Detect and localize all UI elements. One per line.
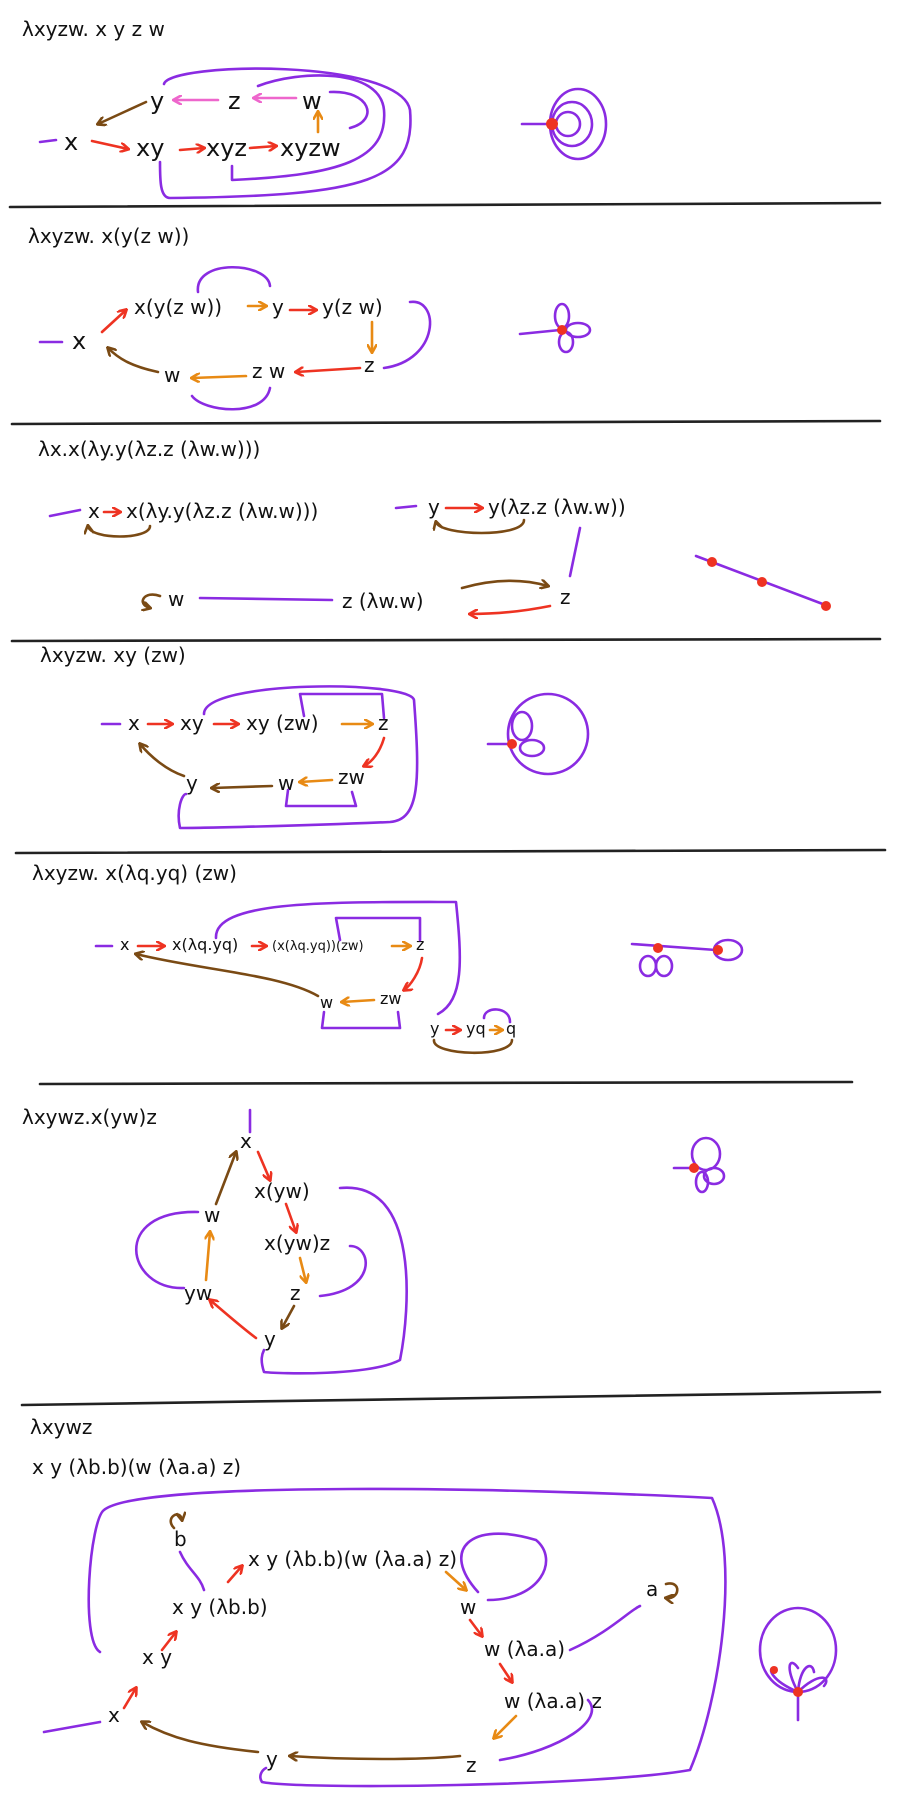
panel-1-mini-graph [520,87,608,161]
node-y: y [428,495,440,519]
node-z: z [228,87,241,115]
panel-4: λxyzw. xy (zw) x xy xy (zw) z zw w y [40,643,590,830]
node-x-lq: x(λq.yq) [172,935,238,954]
node-xy-zw: xy (zw) [246,711,319,735]
node-a: a [646,1577,658,1601]
node-x: x [108,1703,120,1727]
node-w: w [278,771,294,795]
node-w: w [302,87,322,115]
node-y: y [186,771,198,795]
panel-6: λxywz.x(yw)z x x(yw) x(yw)z z y yw w [22,1105,726,1375]
panel-6-title: λxywz.x(yw)z [22,1105,157,1129]
node-z: z [560,585,571,609]
node-xyzw: xyzw [280,134,341,162]
node-z: z [466,1753,477,1777]
node-x-body: x(λy.y(λz.z (λw.w))) [126,499,318,523]
node-b: b [174,1527,187,1551]
panel-2-title: λxyzw. x(y(z w)) [28,224,189,248]
node-xy: xy [180,711,204,735]
node-x-yw-z: x(yw)z [264,1231,330,1255]
node-xyz: xyz [206,134,247,162]
panel-1: λxyzw. x y z w x y z w xy xyz xyzw [22,17,608,200]
node-w: w [168,587,184,611]
panel-5-title: λxyzw. x(λq.yq) (zw) [32,861,237,885]
node-y: y [430,1019,439,1038]
node-y: y [266,1747,278,1771]
panel-7-title-line1: λxywz [30,1415,92,1439]
panel-dividers [8,201,887,1407]
panel-4-title: λxyzw. xy (zw) [40,643,186,667]
panel-7: λxywz x y (λb.b)(w (λa.a) z) b x y (λb.b… [30,1415,838,1788]
node-z: z [378,711,389,735]
node-full-term: x y (λb.b)(w (λa.a) z) [248,1547,457,1571]
node-z-body: z (λw.w) [342,589,424,613]
node-z: z [290,1281,301,1305]
node-x: x [240,1129,252,1153]
panel-7-title-line2: x y (λb.b)(w (λa.a) z) [32,1455,241,1479]
panel-2: λxyzw. x(y(z w)) x x(y(z w)) y y(z w) z … [28,224,592,411]
panel-1-title: λxyzw. x y z w [22,17,165,41]
node-z: z [364,353,375,377]
node-x: x [120,935,129,954]
panel-3: λx.x(λy.y(λz.z (λw.w))) x x(λy.y(λz.z (λ… [38,437,831,614]
node-y: y [150,87,164,115]
node-x-y-lb: x y (λb.b) [172,1595,268,1619]
node-w-la-z: w (λa.a) z [504,1689,602,1713]
node-zw: z w [252,359,285,383]
node-x: x [64,128,78,156]
panel-5: λxyzw. x(λq.yq) (zw) x x(λq.yq) (x(λq.yq… [32,861,744,1055]
node-z: z [416,935,424,954]
node-xy: xy [136,134,164,162]
node-x: x [128,711,140,735]
node-y-zw: y(z w) [322,295,383,319]
node-x: x [72,327,86,355]
node-w: w [320,993,333,1012]
panel-3-mini-graph [694,554,831,611]
panel-3-title: λx.x(λy.y(λz.z (λw.w))) [38,437,260,461]
node-x: x [88,499,100,523]
node-y-body: y(λz.z (λw.w)) [488,495,626,519]
node-x-lq-zw: (x(λq.yq))(zw) [272,939,364,954]
panel-2-mini-graph [518,302,592,354]
panel-7-mini-graph [758,1606,838,1722]
node-w-la: w (λa.a) [484,1637,565,1661]
node-y: y [264,1327,276,1351]
panel-5-mini-graph [630,938,744,978]
node-zw: zw [380,989,401,1008]
node-w: w [204,1203,220,1227]
node-w: w [164,363,180,387]
panel-6-mini-graph [672,1136,726,1194]
node-zw: zw [338,765,365,789]
node-yq: yq [466,1019,486,1038]
node-x-yzw: x(y(z w)) [134,295,222,319]
node-q: q [506,1019,516,1038]
node-x-y: x y [142,1645,172,1669]
node-x-yw: x(yw) [254,1179,310,1203]
node-yw: yw [184,1281,212,1305]
node-y: y [272,295,284,319]
node-w: w [460,1595,476,1619]
panel-4-mini-graph [486,692,590,776]
